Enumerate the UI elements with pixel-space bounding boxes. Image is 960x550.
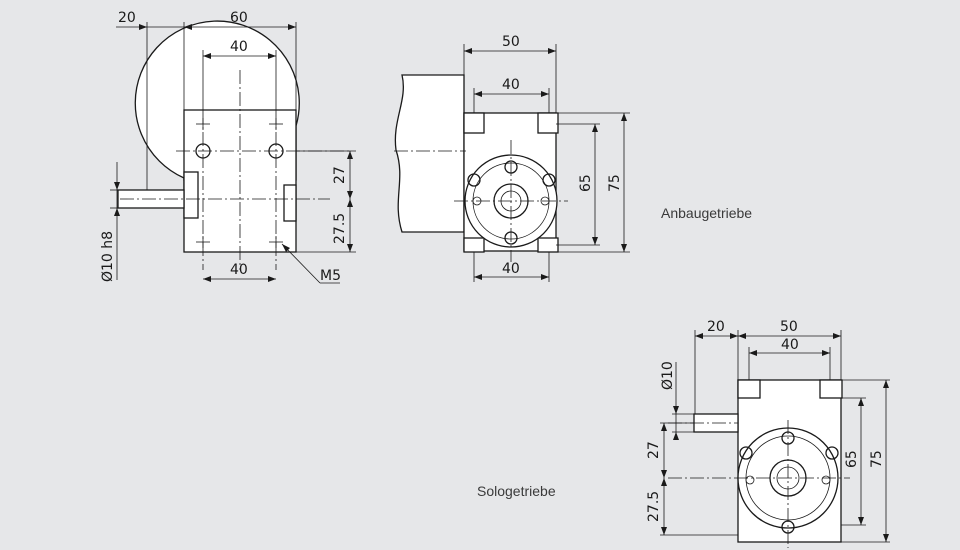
mount-lug — [463, 237, 485, 253]
solo-view: 20 50 40 Ø10 27 27.5 65 — [646, 319, 890, 548]
thread-m5: M5 — [320, 268, 341, 284]
motor-body — [394, 74, 465, 233]
dim-width-60: 60 — [230, 10, 248, 26]
side-dim-65: 65 — [578, 174, 594, 192]
mount-lug — [537, 237, 559, 253]
solo-dim-40: 40 — [781, 337, 799, 353]
dim-holes-top-40: 40 — [230, 39, 248, 55]
caption-sologetriebe: Sologetriebe — [477, 483, 556, 499]
side-dim-50: 50 — [502, 34, 520, 50]
solo-dim-50: 50 — [780, 319, 798, 335]
mount-lug — [537, 112, 559, 134]
side-dim-bottom-40: 40 — [502, 261, 520, 277]
side-dim-40: 40 — [502, 77, 520, 93]
solo-dim-65: 65 — [844, 450, 860, 468]
solo-dim-75: 75 — [869, 450, 885, 468]
solo-dim-20: 20 — [707, 319, 725, 335]
solo-dim-lower-27-5: 27.5 — [646, 491, 662, 522]
dim-holes-bottom-40: 40 — [230, 262, 248, 278]
shaft-hub — [183, 171, 199, 219]
hub-right — [283, 184, 297, 222]
solo-dim-upper-27: 27 — [646, 441, 662, 459]
dim-shaft-20: 20 — [118, 10, 136, 26]
side-dim-75: 75 — [607, 174, 623, 192]
dim-lower-27-5: 27.5 — [332, 213, 348, 244]
mount-lug — [463, 112, 485, 134]
mount-lug — [737, 379, 761, 399]
solo-dim-shaft-dia: Ø10 — [660, 361, 676, 390]
dim-upper-27: 27 — [332, 166, 348, 184]
mount-lug — [819, 379, 843, 399]
front-view: 20 60 40 40 Ø10 h8 27 27.5 — [100, 10, 356, 284]
dim-shaft-dia: Ø10 h8 — [100, 231, 116, 282]
side-view: 50 40 40 65 75 — [394, 34, 630, 282]
caption-anbaugetriebe: Anbaugetriebe — [661, 205, 752, 221]
